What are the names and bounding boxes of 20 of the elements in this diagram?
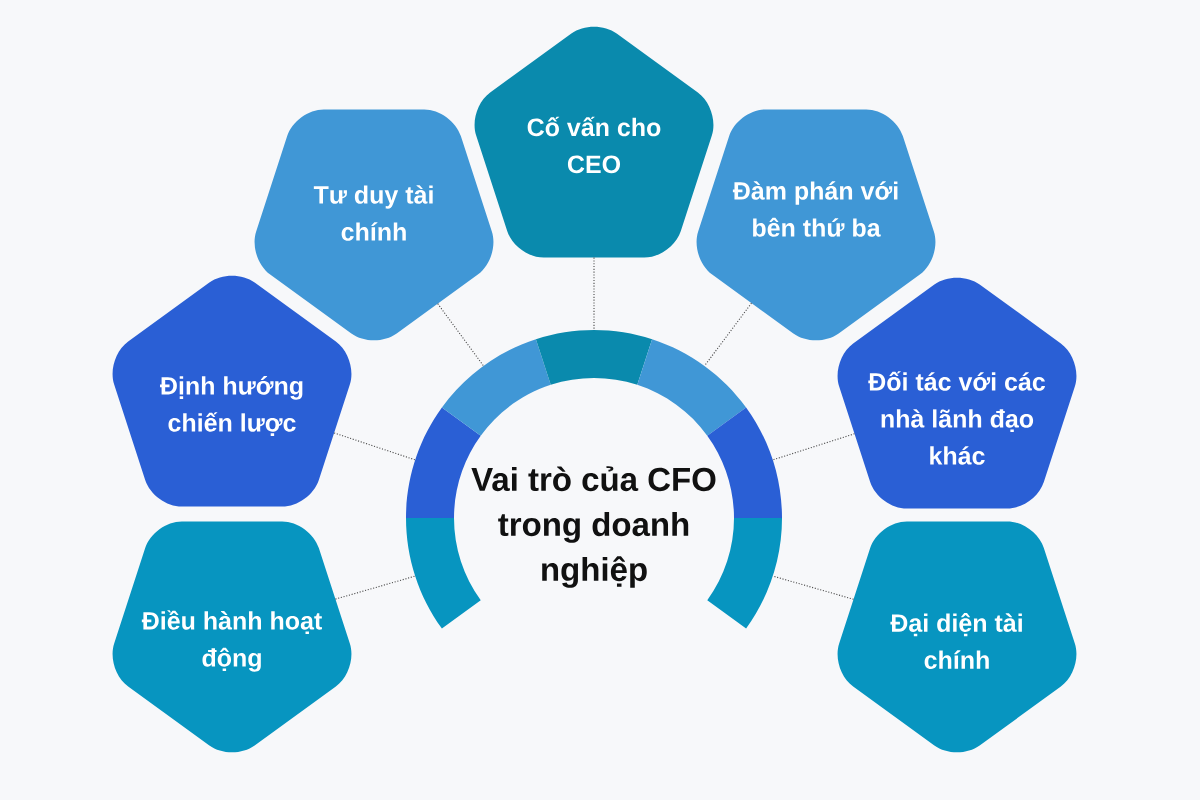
pentagon-box: Cố vấn cho CEO [474,26,714,258]
pentagon-box: Đàm phán với bên thứ ba [696,109,936,341]
ring-segment [406,518,481,629]
pentagon-box: Đối tác với các nhà lãnh đạo khác [837,277,1077,509]
ring-segment [707,518,782,629]
connector-line [437,303,485,367]
ring-segment [637,339,747,436]
connector-line [593,257,595,331]
connector-line [334,575,416,600]
ring-segment [535,330,653,385]
pentagon-box: Định hướng chiến lược [112,275,352,507]
pentagon-box: Đại diện tài chính [837,521,1077,753]
connector-line [333,432,416,461]
connector-line [772,433,856,461]
connector-line [772,575,855,600]
ring-segment [441,339,551,436]
center-title: Vai trò của CFO trong doanh nghiệp [471,466,716,588]
pentagon-box: Tư duy tài chính [254,109,494,341]
pentagon-box: Điều hành hoạt động [112,521,352,753]
connector-line [703,302,753,367]
